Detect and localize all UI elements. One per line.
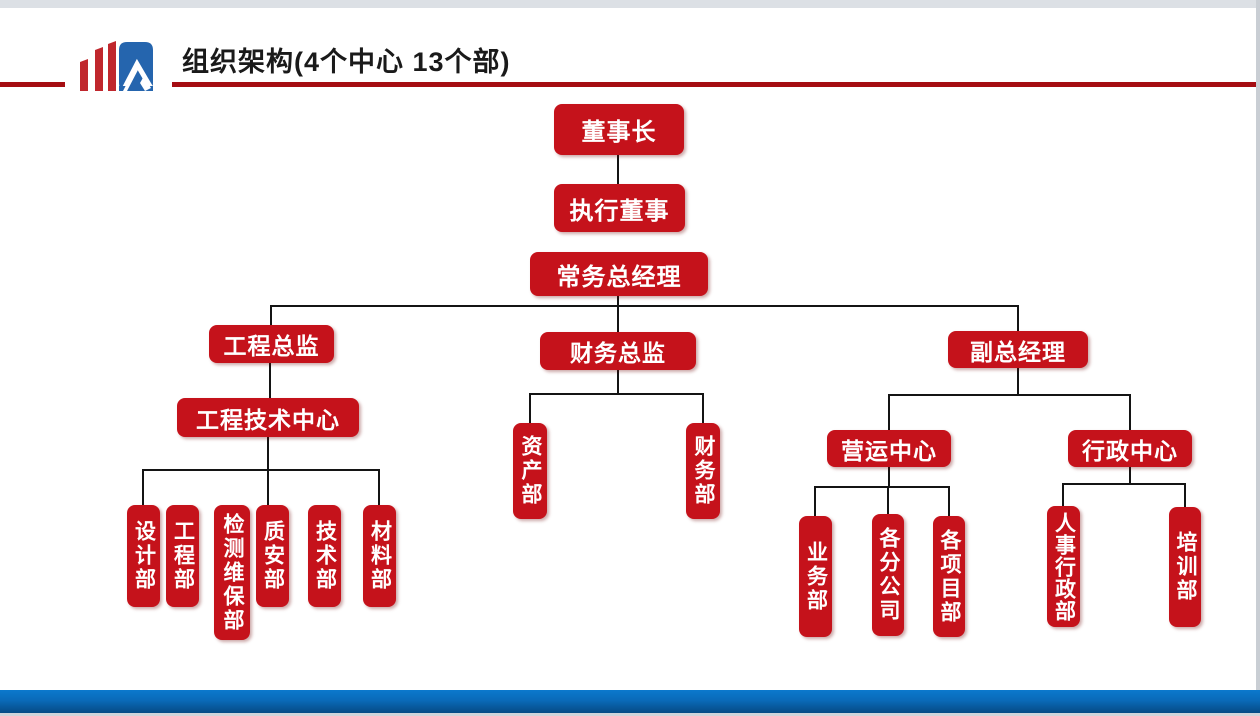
connector-line <box>1129 395 1131 430</box>
connector-line <box>888 395 890 430</box>
org-node-executive-director: 执行董事 <box>554 184 685 232</box>
org-node-deputy-gm: 副总经理 <box>948 331 1088 368</box>
window-bottom-edge <box>0 713 1260 716</box>
connector-line <box>529 394 531 423</box>
connector-line <box>270 305 272 325</box>
connector-line <box>814 487 816 516</box>
org-node-materials-dept: 材料部 <box>363 505 396 607</box>
org-node-engineering-director: 工程总监 <box>209 325 334 363</box>
connector-line <box>617 296 619 332</box>
connector-line <box>948 487 950 516</box>
connector-line <box>142 470 144 505</box>
org-node-branch-companies: 各分公司 <box>872 514 904 636</box>
connector-line <box>1129 467 1131 484</box>
org-node-quality-safety-dept: 质安部 <box>256 505 289 607</box>
title-underline-right <box>172 82 1256 87</box>
org-node-training-dept: 培训部 <box>1169 507 1201 627</box>
org-node-inspection-maintenance-dept: 检测维保部 <box>214 505 250 640</box>
connector-line <box>529 393 704 395</box>
connector-line <box>1017 305 1019 331</box>
company-logo-icon <box>80 41 154 93</box>
window-top-edge <box>0 0 1260 8</box>
connector-line <box>888 467 890 487</box>
org-node-admin-center: 行政中心 <box>1068 430 1192 467</box>
org-node-design-dept: 设计部 <box>127 505 160 607</box>
connector-line <box>1184 484 1186 507</box>
connector-line <box>617 155 619 185</box>
connector-line <box>887 487 889 514</box>
title-underline-left <box>0 82 65 87</box>
connector-line <box>269 363 271 398</box>
org-node-operations-center: 营运中心 <box>827 430 951 467</box>
org-node-engineering-dept: 工程部 <box>166 505 199 607</box>
connector-line <box>617 370 619 394</box>
connector-line <box>378 470 380 505</box>
connector-line <box>1017 368 1019 395</box>
window-right-edge <box>1256 0 1260 716</box>
org-node-finance-dept: 财务部 <box>686 423 720 519</box>
connector-line <box>142 469 380 471</box>
org-node-chairman: 董事长 <box>554 104 684 155</box>
org-node-technology-dept: 技术部 <box>308 505 341 607</box>
connector-line <box>702 394 704 423</box>
org-node-assets-dept: 资产部 <box>513 423 547 519</box>
org-node-hr-admin-dept: 人事行政部 <box>1047 506 1080 627</box>
org-node-engineering-tech-center: 工程技术中心 <box>177 398 359 437</box>
connector-line <box>888 394 1131 396</box>
org-node-business-dept: 业务部 <box>799 516 832 637</box>
page-title: 组织架构(4个中心 13个部) <box>182 47 511 77</box>
connector-line <box>270 305 1019 307</box>
connector-line <box>1062 484 1064 506</box>
org-node-finance-director: 财务总监 <box>540 332 696 370</box>
footer-bar <box>0 690 1260 713</box>
connector-line <box>814 486 950 488</box>
connector-line <box>267 437 269 470</box>
org-node-managing-gm: 常务总经理 <box>530 252 708 296</box>
connector-line <box>267 470 269 505</box>
connector-line <box>1062 483 1186 485</box>
org-node-project-depts: 各项目部 <box>933 516 965 637</box>
